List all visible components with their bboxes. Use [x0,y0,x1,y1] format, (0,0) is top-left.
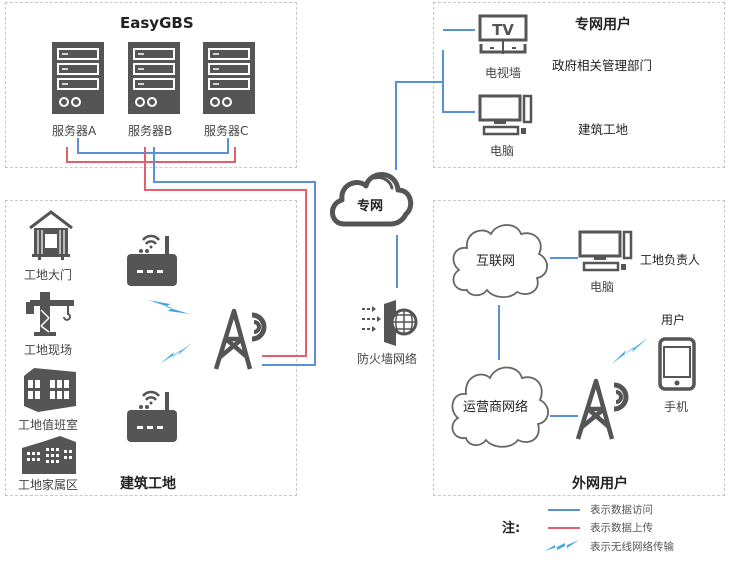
server-icon [128,42,180,114]
residential-building-icon [22,436,76,474]
construction-site-title: 建筑工地 [120,476,176,492]
wireless-signal-icon [148,300,648,364]
duty-room-icon [24,368,76,412]
legend-upload-label: 表示数据上传 [590,522,653,534]
easygbs-group [5,2,297,168]
access-line-private-branch [442,50,475,113]
cell-tower-icon [213,308,267,370]
tv-wall-icon: TV [478,14,528,54]
gate-house-icon [29,210,73,260]
residential-label: 工地家属区 [18,478,79,492]
legend-title: 注: [502,521,521,536]
public-users-group [433,200,725,496]
duty-room-label: 工地值班室 [18,418,79,432]
crane-icon [26,292,74,336]
server-b-label: 服务器B [128,124,173,138]
upload-line-servers [66,147,236,163]
wifi-router-icon [127,234,177,286]
server-c-label: 服务器C [204,124,249,138]
firewall-label: 防火墙网络 [357,352,418,366]
mobile-phone-icon [658,337,696,391]
site-manager-label: 工地负责人 [640,253,701,267]
computer-description: 建筑工地 [578,122,629,137]
legend-access-label: 表示数据访问 [590,504,653,516]
construction-site-group [5,200,297,496]
legend-wireless-label: 表示无线网络传输 [590,541,674,553]
easygbs-title: EasyGBS [120,14,194,32]
private-users-group [433,2,725,168]
legend-upload-line [548,527,580,529]
carrier-cloud-icon [451,366,549,448]
tv-text: TV [492,21,514,39]
access-line-to-tower [153,147,316,366]
external-computer-label: 电脑 [590,280,615,294]
server-icon [52,42,104,114]
tv-wall-label: 电视墙 [485,66,522,80]
computer-icon [478,94,533,136]
legend-wireless-icon [545,540,579,551]
internet-cloud-icon [452,224,548,298]
access-line-cloud-private [395,81,443,170]
computer-label: 电脑 [490,144,515,158]
server-icon [203,42,255,114]
tv-wall-description: 政府相关管理部门 [552,58,653,73]
computer-icon [578,230,633,272]
site-label: 工地现场 [24,343,73,357]
private-users-title: 专网用户 [575,17,631,33]
carrier-network-label: 运营商网络 [463,400,529,415]
firewall-icon [362,300,418,346]
server-a-label: 服务器A [52,124,97,138]
private-network-cloud-label: 专网 [357,199,384,214]
legend-access-line [548,509,580,511]
upload-line-to-tower [144,147,307,357]
gate-label: 工地大门 [24,268,73,282]
wifi-router-icon [127,390,177,442]
internet-label: 互联网 [476,254,516,269]
mobile-phone-label: 手机 [664,400,689,414]
private-network-cloud-icon [330,172,414,227]
public-users-title: 外网用户 [572,476,628,492]
cell-tower-icon [575,378,629,440]
user-label: 用户 [661,313,686,327]
